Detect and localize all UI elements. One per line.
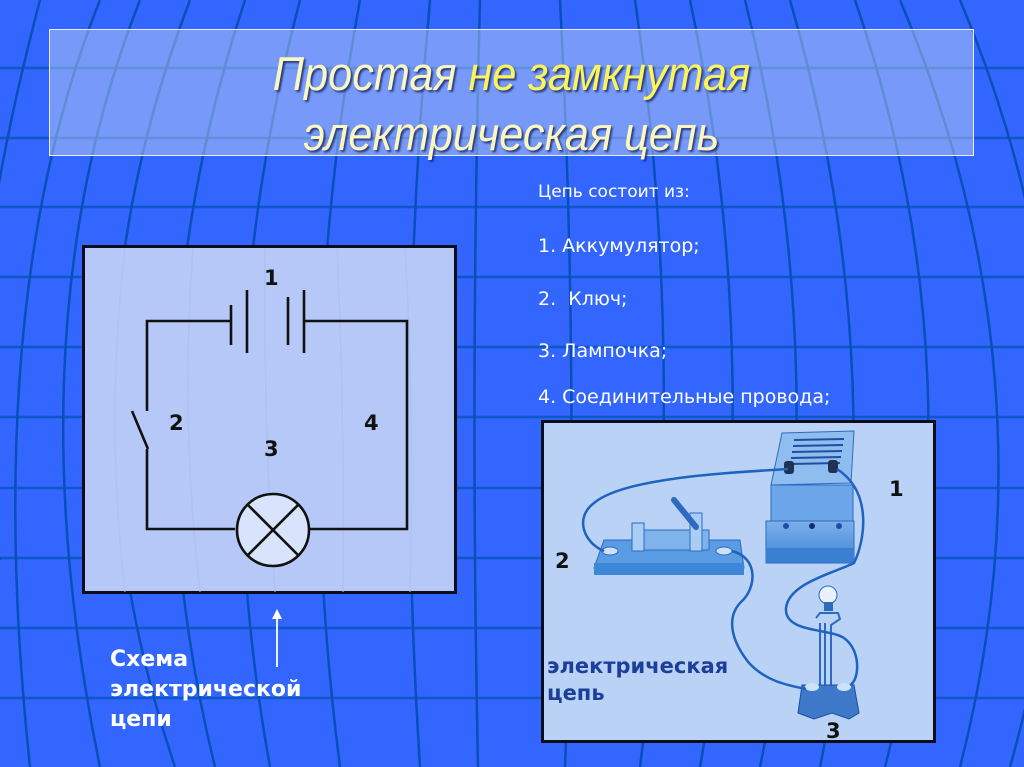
battery-symbol-icon (229, 290, 306, 353)
power-supply-icon (765, 430, 855, 564)
circuit-diagram: 1 2 3 4 (82, 245, 457, 594)
title-word-not-closed: не замкнутая (468, 47, 751, 100)
caption-line-1: Схема (110, 647, 189, 672)
connecting-wires-icon (582, 467, 865, 691)
title-box: Простая не замкнутая электрическая цепь (49, 29, 974, 160)
lamp-on-stand-icon (797, 585, 860, 720)
caption-line-2: электрической (110, 677, 302, 702)
arrow-up-icon (272, 609, 282, 667)
list-item-lamp: 3. Лампочка; (538, 340, 668, 362)
lamp-symbol-icon (235, 492, 311, 568)
photo-caption: электрическая цепь (547, 653, 728, 707)
photo-label-power-source: 1 (889, 477, 904, 501)
photo-label-knife-switch: 2 (555, 549, 570, 573)
list-item-switch: 2. Ключ; (538, 288, 628, 310)
diagram-caption: Схема электрической цепи (110, 645, 301, 735)
photo-label-lamp: 3 (826, 719, 841, 743)
knife-switch-icon (593, 497, 745, 575)
list-item-wires: 4. Соединительные провода; (538, 386, 831, 408)
label-switch: 2 (169, 411, 184, 435)
list-intro: Цепь состоит из: (538, 182, 690, 202)
circuit-wires (145, 319, 409, 531)
list-item-battery: 1. Аккумулятор; (538, 235, 700, 257)
label-lamp: 3 (264, 437, 279, 461)
title-word-simple: Простая (272, 47, 457, 100)
title-line-1: Простая не замкнутая (87, 46, 936, 101)
open-switch-symbol-icon (130, 410, 150, 450)
caption-line-3: цепи (110, 707, 172, 732)
title-line-2: электрическая цепь (303, 107, 720, 160)
label-wires: 4 (364, 411, 379, 435)
photo-caption-line-2: цепь (547, 681, 605, 705)
photo-caption-line-1: электрическая (547, 654, 729, 678)
circuit-photo: 1 2 3 электрическая цепь (541, 420, 936, 743)
label-battery: 1 (264, 266, 279, 290)
